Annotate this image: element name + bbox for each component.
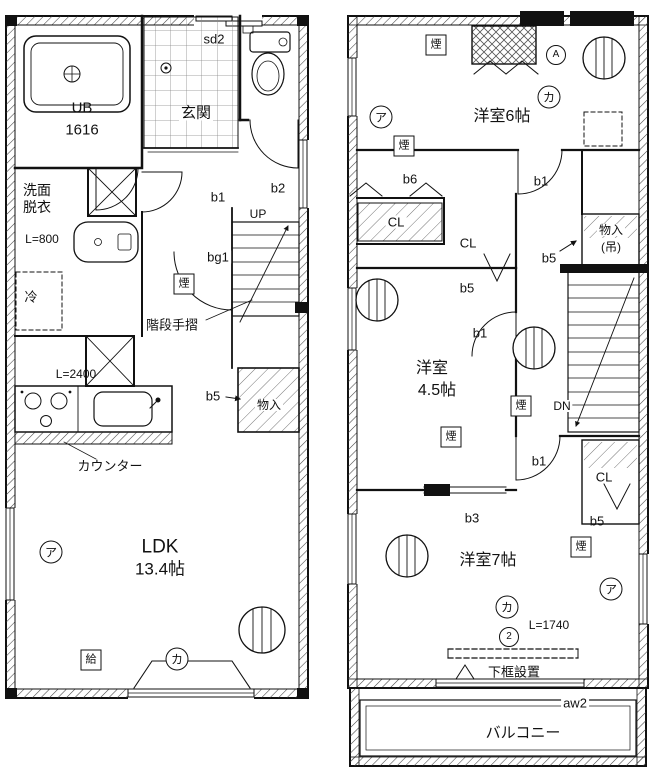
ldk-label: LDK bbox=[141, 536, 179, 558]
smoke-detector-2f-4: 煙 bbox=[440, 426, 462, 448]
aw2-label: aw2 bbox=[561, 695, 589, 711]
counter-label: カウンター bbox=[77, 458, 143, 474]
washroom-label-1: 洗面 bbox=[23, 182, 51, 198]
window-bottom-ldk bbox=[127, 687, 255, 699]
window-b2 bbox=[297, 139, 309, 209]
column-symbol-2f-1 bbox=[582, 36, 626, 80]
l2400-label: L=2400 bbox=[55, 367, 97, 381]
cl-label-3: CL bbox=[593, 469, 615, 485]
stairs-up bbox=[231, 221, 300, 323]
stairs-down bbox=[567, 271, 640, 433]
cl-label-1: CL bbox=[385, 214, 407, 230]
cl-label-2: CL bbox=[457, 235, 479, 251]
hot-water-label: 給 bbox=[80, 649, 102, 671]
handrail-label: 階段手摺 bbox=[143, 317, 201, 333]
b1-label-2f-2: b1 bbox=[472, 325, 488, 341]
b5-label-2f-2: b5 bbox=[541, 250, 557, 266]
storage-label-1f: 物入 bbox=[254, 398, 284, 412]
b1-label-1f: b1 bbox=[210, 189, 226, 205]
balcony bbox=[349, 687, 647, 767]
ub-label: UB bbox=[71, 99, 93, 117]
b5-label-1f: b5 bbox=[205, 388, 221, 404]
column-symbol-2f-3 bbox=[512, 326, 556, 370]
smoke-detector-2f-1: 煙 bbox=[425, 34, 447, 56]
b5-label-2f-3: b5 bbox=[589, 513, 605, 529]
dn-label: DN bbox=[551, 399, 573, 413]
smoke-detector-2f-2: 煙 bbox=[393, 135, 415, 157]
smoke-detector-2f-3: 煙 bbox=[510, 395, 532, 417]
bg1-label: bg1 bbox=[205, 249, 231, 265]
storage-label-2f-1: 物入 bbox=[596, 223, 626, 237]
b2-label: b2 bbox=[270, 180, 286, 196]
room6-label: 洋室6帖 bbox=[473, 108, 531, 125]
ka-mark-2f-2: カ bbox=[495, 595, 519, 619]
windows-2f bbox=[346, 57, 649, 689]
wall-fills-1f bbox=[6, 16, 308, 698]
room7-label: 洋室7帖 bbox=[459, 552, 517, 569]
bathtub bbox=[23, 35, 131, 113]
column-symbol-2f-2 bbox=[355, 278, 399, 322]
smoke-detector-2f-5: 煙 bbox=[570, 536, 592, 558]
room45-label-1: 洋室 bbox=[415, 360, 449, 377]
washroom-label-2: 脱衣 bbox=[23, 199, 51, 215]
ka-mark-2f-1: カ bbox=[537, 85, 561, 109]
a-mark-2f-1: ア bbox=[369, 105, 393, 129]
b1-label-2f-3: b1 bbox=[531, 453, 547, 469]
toilet bbox=[242, 25, 291, 96]
ka-mark-1f: カ bbox=[165, 647, 189, 671]
b3-label: b3 bbox=[464, 510, 480, 526]
room45-label-2: 4.5帖 bbox=[417, 382, 457, 399]
entrance-label: 玄関 bbox=[178, 104, 214, 122]
window2-mark: 2 bbox=[499, 627, 519, 647]
cabinet-x bbox=[85, 335, 135, 387]
b1-label-2f-1: b1 bbox=[533, 173, 549, 189]
b5-label-2f-1: b5 bbox=[459, 280, 475, 296]
ub-size-label: 1616 bbox=[65, 121, 99, 139]
bay-window-1f bbox=[133, 660, 251, 689]
sd2-label: sd2 bbox=[203, 31, 225, 47]
ldk-size-label: 13.4帖 bbox=[134, 559, 186, 579]
counter-front bbox=[14, 431, 173, 445]
smoke-detector-1f: 煙 bbox=[173, 273, 195, 295]
washbasin bbox=[73, 221, 139, 263]
ac-unit-dashed bbox=[583, 111, 623, 147]
floor2-plan bbox=[346, 11, 649, 767]
a-mark-1f: ア bbox=[39, 540, 63, 564]
balcony-label: バルコニー bbox=[483, 724, 563, 742]
up-label: UP bbox=[247, 207, 269, 221]
closet-cl-lower bbox=[581, 439, 640, 525]
column-symbol-1f bbox=[238, 606, 286, 654]
caret-mark bbox=[455, 664, 475, 680]
storage-label-2f-2: (吊) bbox=[599, 240, 623, 254]
a-circle-mark: A bbox=[546, 45, 566, 65]
b6-label: b6 bbox=[402, 171, 418, 187]
fridge-space bbox=[15, 271, 63, 331]
l1740-label: L=1740 bbox=[528, 618, 570, 632]
note-label: 下框設置 bbox=[485, 664, 543, 680]
l800-label: L=800 bbox=[25, 232, 59, 246]
floor1-plan bbox=[4, 14, 309, 699]
window-left-ldk bbox=[4, 507, 16, 601]
column-symbol-2f-4 bbox=[385, 534, 429, 578]
fridge-label: 冷 bbox=[24, 289, 38, 305]
closet-top bbox=[471, 25, 537, 65]
a-mark-2f-2: ア bbox=[599, 577, 623, 601]
